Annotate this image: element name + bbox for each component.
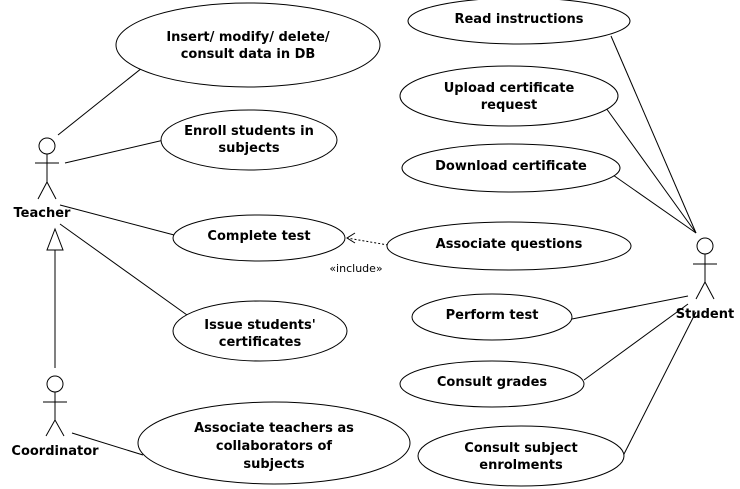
use-case-consult-enrolments[interactable]: Consult subject enrolments — [417, 425, 625, 487]
assoc-teacher-insert-modify — [57, 59, 153, 136]
use-case-enroll-students[interactable]: Enroll students in subjects — [160, 109, 338, 171]
include-stereotype-label: «include» — [329, 262, 382, 275]
use-case-consult-grades[interactable]: Consult grades — [399, 360, 585, 408]
svg-text:Download certificate: Download certificate — [435, 159, 587, 174]
svg-text:Upload certificate: Upload certificate — [444, 81, 575, 96]
svg-text:consult data in DB: consult data in DB — [181, 47, 316, 62]
associations — [57, 35, 697, 459]
include-dependency: «include» — [329, 232, 389, 275]
svg-text:Consult grades: Consult grades — [437, 375, 548, 390]
assoc-student-read-instructions — [610, 35, 697, 234]
svg-text:subjects: subjects — [218, 141, 279, 156]
use-case-upload-certificate[interactable]: Upload certificate request — [399, 65, 619, 127]
assoc-student-perform-test — [571, 295, 689, 320]
use-case-perform-test[interactable]: Perform test — [411, 293, 573, 341]
generalization-arrowhead — [46, 227, 64, 251]
svg-text:Read instructions: Read instructions — [454, 12, 583, 27]
actor-label: Student — [676, 307, 734, 322]
stick-figure-icon — [693, 237, 717, 300]
svg-text:Insert/ modify/ delete/: Insert/ modify/ delete/ — [166, 30, 330, 45]
generalization-coordinator-teacher — [46, 227, 64, 368]
assoc-teacher-complete-test — [59, 204, 179, 237]
use-case-download-certificate[interactable]: Download certificate — [401, 143, 621, 193]
svg-text:subjects: subjects — [243, 457, 304, 472]
use-case-insert-modify-delete[interactable]: Insert/ modify/ delete/ consult data in … — [115, 2, 381, 88]
svg-text:Associate questions: Associate questions — [436, 237, 583, 252]
svg-text:certificates: certificates — [219, 335, 302, 350]
actor-coordinator[interactable]: Coordinator — [11, 375, 99, 459]
assoc-student-upload-certificate — [605, 107, 697, 234]
use-case-read-instructions[interactable]: Read instructions — [407, 0, 631, 45]
svg-text:collaborators of: collaborators of — [216, 439, 332, 454]
svg-text:request: request — [481, 98, 538, 113]
actor-teacher[interactable]: Teacher — [14, 137, 72, 221]
svg-text:Complete test: Complete test — [207, 229, 310, 244]
actor-label: Teacher — [14, 206, 72, 221]
use-case-issue-certificates[interactable]: Issue students' certificates — [172, 300, 348, 362]
svg-text:enrolments: enrolments — [479, 458, 563, 473]
assoc-teacher-enroll-students — [64, 139, 165, 164]
svg-text:Perform test: Perform test — [446, 308, 539, 323]
actor-label: Coordinator — [11, 444, 99, 459]
assoc-teacher-issue-certificates — [59, 223, 195, 321]
svg-text:Associate teachers as: Associate teachers as — [194, 421, 354, 436]
use-case-complete-test[interactable]: Complete test — [172, 214, 346, 262]
actor-student[interactable]: Student — [676, 237, 734, 322]
use-case-associate-teachers[interactable]: Associate teachers as collaborators of s… — [137, 401, 411, 485]
svg-text:Enroll students in: Enroll students in — [184, 124, 314, 139]
assoc-student-consult-enrolments — [621, 311, 697, 459]
assoc-coordinator-associate-teachers — [71, 432, 144, 456]
use-case-associate-questions[interactable]: Associate questions — [386, 221, 632, 271]
assoc-student-consult-grades — [583, 303, 689, 381]
svg-text:Issue students': Issue students' — [204, 318, 315, 333]
svg-text:Consult subject: Consult subject — [464, 441, 577, 456]
stick-figure-icon — [35, 137, 59, 200]
assoc-student-download-certificate — [612, 174, 697, 234]
stick-figure-icon — [43, 375, 67, 437]
